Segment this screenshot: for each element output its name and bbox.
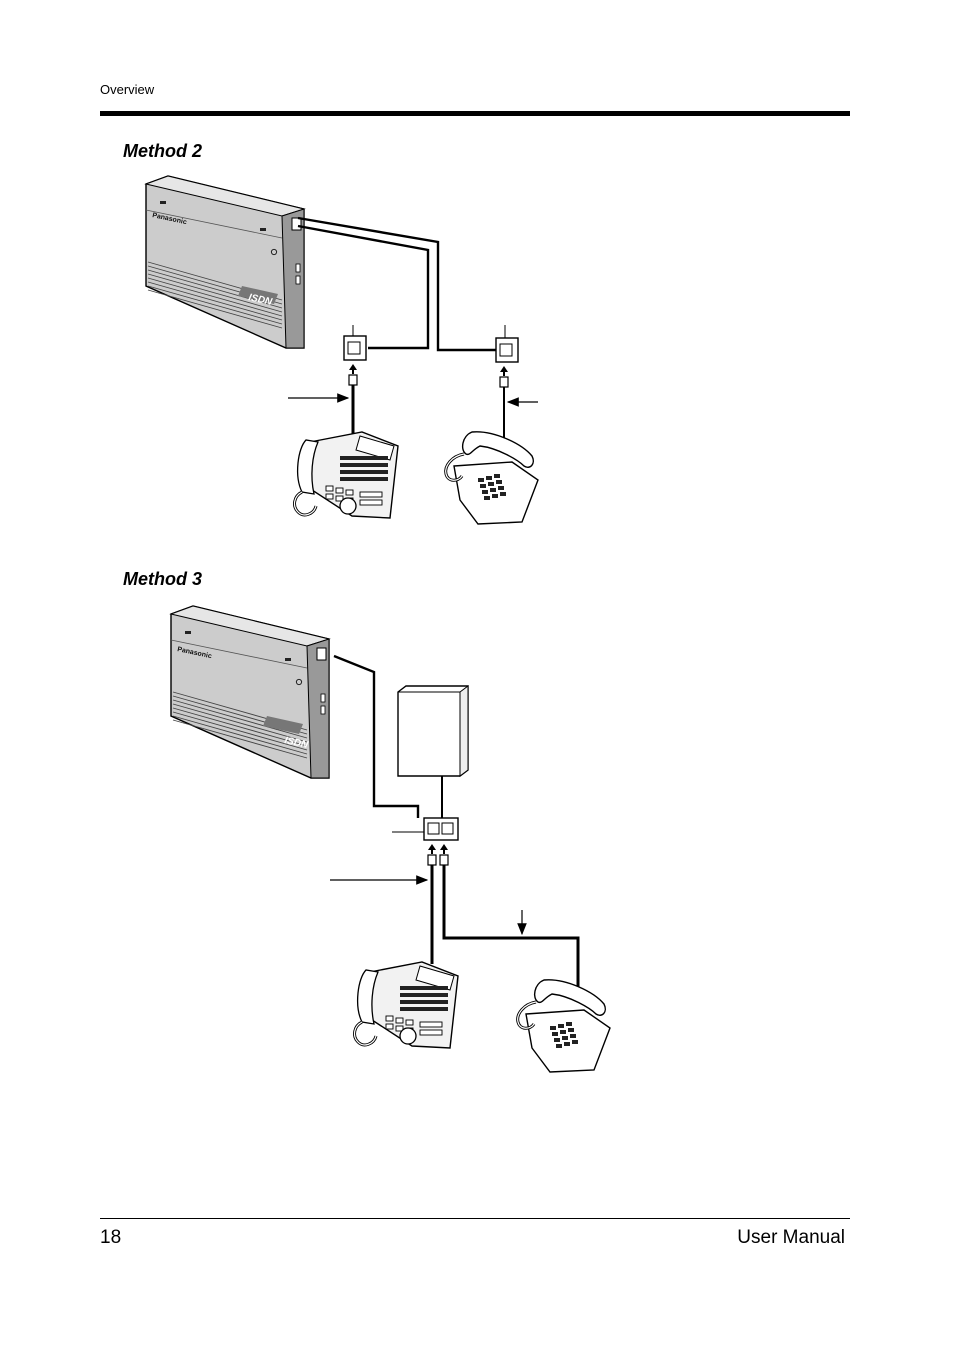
plug-right bbox=[499, 366, 509, 388]
page-number: 18 bbox=[100, 1227, 122, 1248]
pbx-unit-method-2 bbox=[145, 175, 305, 349]
pbx-isdn-badge: ISDN bbox=[247, 292, 273, 308]
document-title: User Manual bbox=[737, 1227, 845, 1248]
single-line-telephone-method-2 bbox=[444, 430, 540, 526]
modular-jack-right bbox=[495, 325, 519, 363]
running-header: Overview bbox=[100, 82, 155, 97]
proprietary-telephone-method-3 bbox=[353, 960, 460, 1050]
cable-method-3 bbox=[333, 654, 420, 818]
plug-slt-method-3 bbox=[439, 844, 449, 866]
plug-pt-method-3 bbox=[427, 844, 437, 866]
terminal-box bbox=[397, 685, 469, 777]
pbx-unit-method-3 bbox=[170, 605, 330, 779]
double-modular-jack bbox=[423, 817, 459, 841]
cable-method-2 bbox=[297, 216, 496, 352]
pbx-isdn-badge-2: ISDN bbox=[283, 735, 309, 751]
footer-rule bbox=[100, 1218, 850, 1219]
single-line-telephone-method-3 bbox=[516, 978, 612, 1074]
header-rule bbox=[100, 111, 850, 116]
method-2-heading: Method 2 bbox=[123, 141, 202, 161]
proprietary-telephone-method-2 bbox=[293, 430, 400, 520]
modular-jack-left bbox=[343, 325, 367, 361]
cord-slt-method-3 bbox=[442, 865, 580, 990]
plug-left bbox=[348, 364, 358, 386]
method-3-heading: Method 3 bbox=[123, 569, 202, 589]
